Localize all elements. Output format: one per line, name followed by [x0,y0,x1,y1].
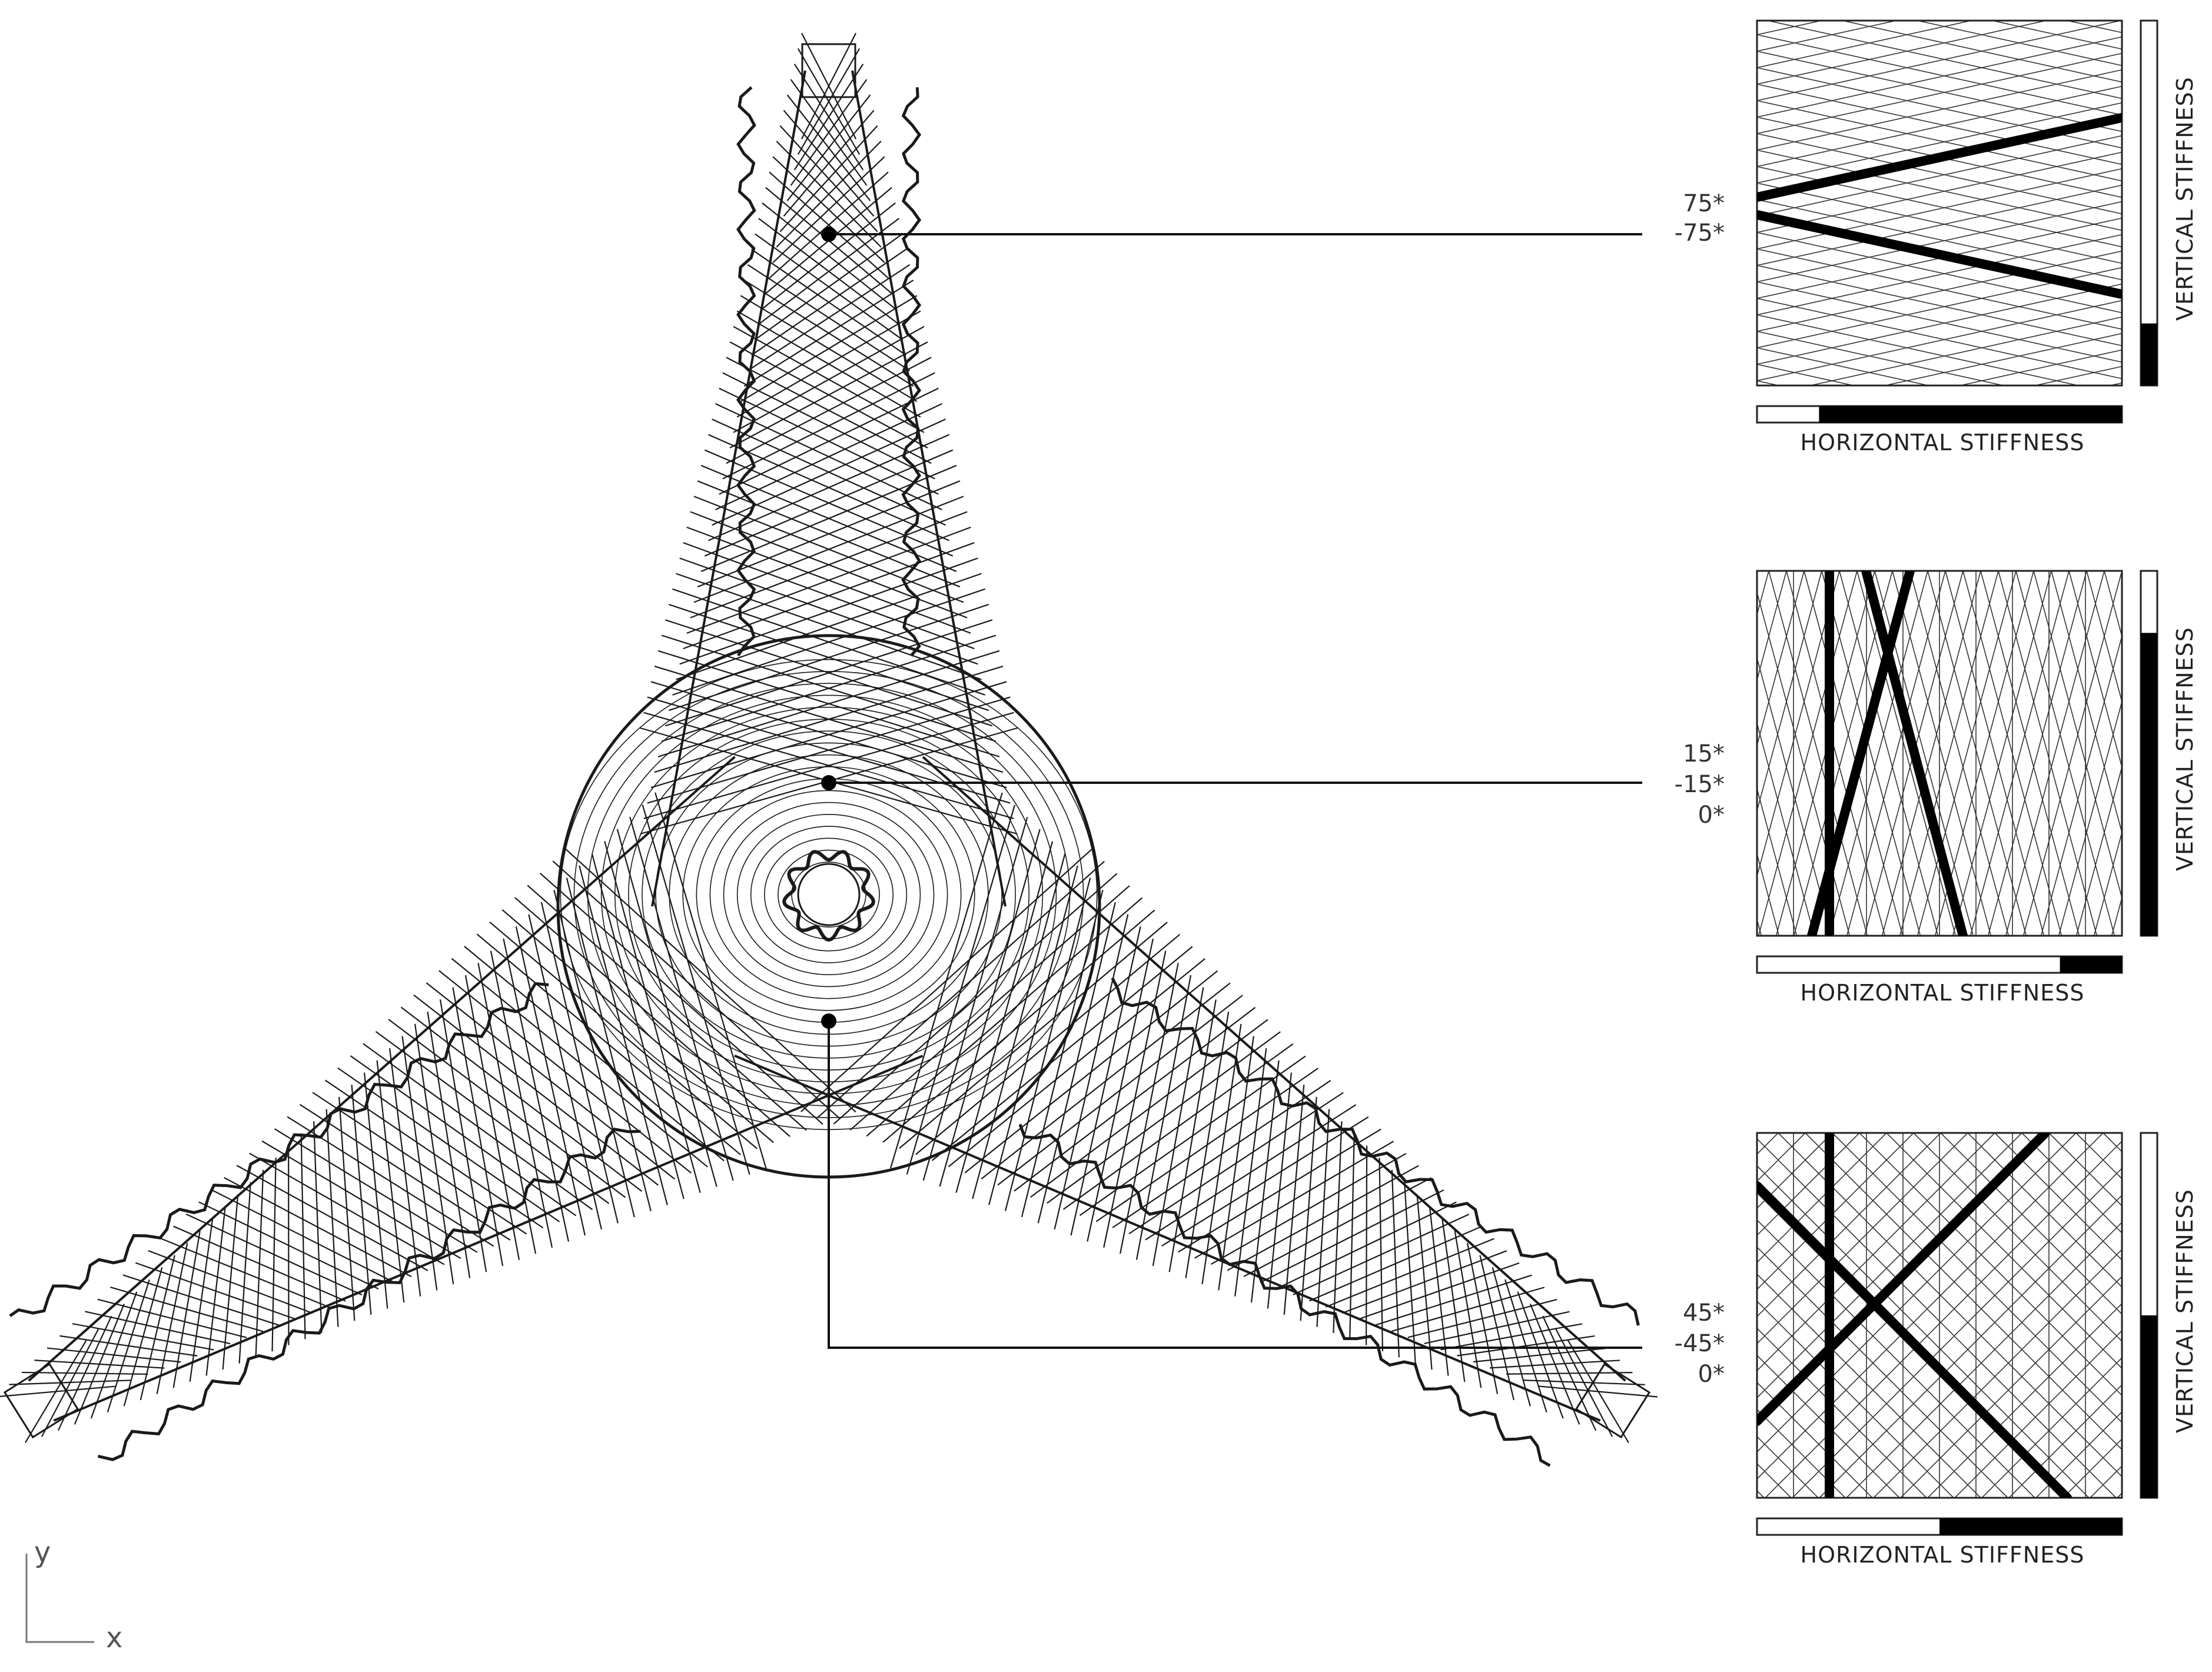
probe-point-2 [821,775,836,790]
panel-3-vertical-stiffness-fill [2141,1315,2157,1498]
panel-2-horizontal-stiffness-label: HORIZONTAL STIFFNESS [1800,980,2085,1006]
top-arm-fibers [640,32,1018,835]
left-arm-edges [28,756,924,1422]
panel-2-angle-1: 15* [1683,740,1725,767]
panel-2-angle-3: 0* [1698,802,1725,829]
panel-3-horizontal-stiffness-label: HORIZONTAL STIFFNESS [1800,1542,2085,1568]
stiffness-panel-2 [1756,570,2158,974]
hub-core-inner [797,863,861,926]
panel-3-fiber-line-2 [1757,1181,2072,1498]
hub-ring [723,802,935,988]
top-arm-channel-1 [901,87,922,657]
panel-3-horizontal-stiffness-fill [1939,1518,2122,1535]
left-arm-channel-2 [97,1128,641,1461]
panel-1-horizontal-stiffness-fill [1819,406,2122,423]
left-arm-tip-block [3,1362,79,1439]
panel-1-horizontal-stiffness-label: HORIZONTAL STIFFNESS [1800,430,2085,456]
panel-2-horizontal-stiffness-fill [2060,956,2122,973]
panel-2-fiber-line-3 [1861,571,1968,936]
right-arm-channel-1 [1018,1123,1551,1467]
leader-lines [821,227,1642,1349]
panel-2-fiber-directions [1807,571,1968,936]
right-arm-fibers [800,792,1658,1444]
left-arm-fibers [0,792,856,1443]
lattice-top-arm [640,32,1018,907]
right-arm-edges [734,756,1626,1422]
hub-core-ring [782,850,876,942]
top-arm-tip-block [801,43,856,98]
top-arm-channel-2 [736,86,756,657]
y-axis-label: y [34,1536,51,1569]
panel-1-frame [1756,19,2123,387]
hub-ring [736,814,921,975]
right-arm-channel-2 [1111,977,1640,1326]
x-axis-label: x [106,1621,123,1654]
left-arm-channel-1 [9,982,549,1317]
panel-3-fiber-line-3 [1757,1133,2050,1426]
hub-ring [709,790,948,999]
panel-1-vertical-stiffness-fill [2141,323,2157,385]
panel-3-angle-1: 45* [1683,1299,1725,1327]
panel-2-frame [1756,570,2123,937]
panel-3-angle-3: 0* [1698,1361,1725,1388]
hub-ring [682,766,975,1023]
panel-1-lattice-pattern [1757,21,2122,385]
panel-1-angle-2: -75* [1674,220,1725,247]
panel-2-vertical-stiffness-label: VERTICAL STIFFNESS [2172,627,2198,871]
panel-3-fiber-directions [1757,1133,2072,1498]
panel-2-lattice-pattern [1757,571,2122,936]
stiffness-panel-1 [1756,19,2158,424]
panel-1-vertical-stiffness-label: VERTICAL STIFFNESS [2172,77,2198,321]
coordinate-axes [25,1554,94,1643]
panel-3-vertical-stiffness-label: VERTICAL STIFFNESS [2172,1189,2198,1433]
hub-ring [791,862,866,928]
hub-ring [696,778,962,1011]
hub-ring [669,754,989,1035]
panel-2-angle-2: -15* [1674,771,1725,798]
panel-3-frame [1756,1132,2123,1499]
lattice-left-arm [0,756,924,1461]
lattice-right-arm [734,756,1658,1467]
hub-ring [764,837,894,952]
panel-3-lattice-pattern [1757,1133,2122,1498]
right-arm-tip-block [1575,1362,1651,1439]
leader-line-3 [828,1021,1642,1349]
tripod-lattice-structure [0,32,1658,1467]
panel-1-fiber-line-2 [1757,210,2122,299]
panel-2-vertical-stiffness-fill [2141,633,2157,936]
stiffness-panels [1756,19,2158,1536]
panel-1-angle-1: 75* [1683,190,1725,217]
panel-2-fiber-line-2 [1807,571,1915,936]
top-arm-edges [651,70,1007,907]
hub-ring [750,826,908,963]
panel-1-fiber-line-1 [1757,113,2122,202]
probe-point-1 [821,227,836,242]
panel-3-angle-2: -45* [1674,1330,1725,1357]
probe-point-3 [821,1013,836,1029]
stiffness-panel-3 [1756,1132,2158,1536]
panel-1-fiber-directions [1757,113,2122,299]
